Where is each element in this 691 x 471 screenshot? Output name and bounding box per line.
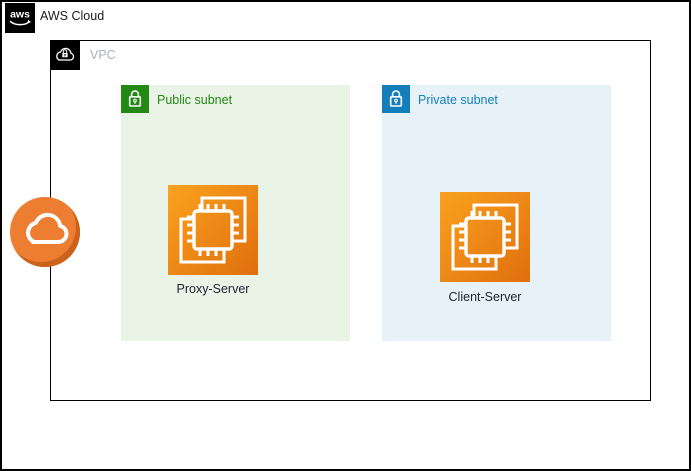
client-server-node[interactable] (440, 192, 530, 282)
aws-logo-text: aws (10, 9, 30, 21)
aws-cloud-title: AWS Cloud (40, 9, 105, 23)
client-server-label: Client-Server (448, 290, 522, 304)
vpc-title: VPC (90, 48, 116, 62)
internet-node[interactable] (10, 197, 80, 267)
public-subnet-title: Public subnet (157, 93, 233, 107)
public-subnet-padlock-icon (121, 85, 149, 113)
ec2-chip-icon (440, 192, 530, 282)
ec2-chip-icon (168, 185, 258, 275)
private-subnet-padlock-icon (382, 85, 410, 113)
proxy-server-node[interactable] (168, 185, 258, 275)
cloud-icon (26, 212, 69, 244)
proxy-server-label: Proxy-Server (176, 282, 250, 296)
aws-logo-icon: aws (5, 3, 35, 33)
private-subnet-title: Private subnet (418, 93, 498, 107)
vpc-cloud-lock-icon (50, 40, 80, 70)
